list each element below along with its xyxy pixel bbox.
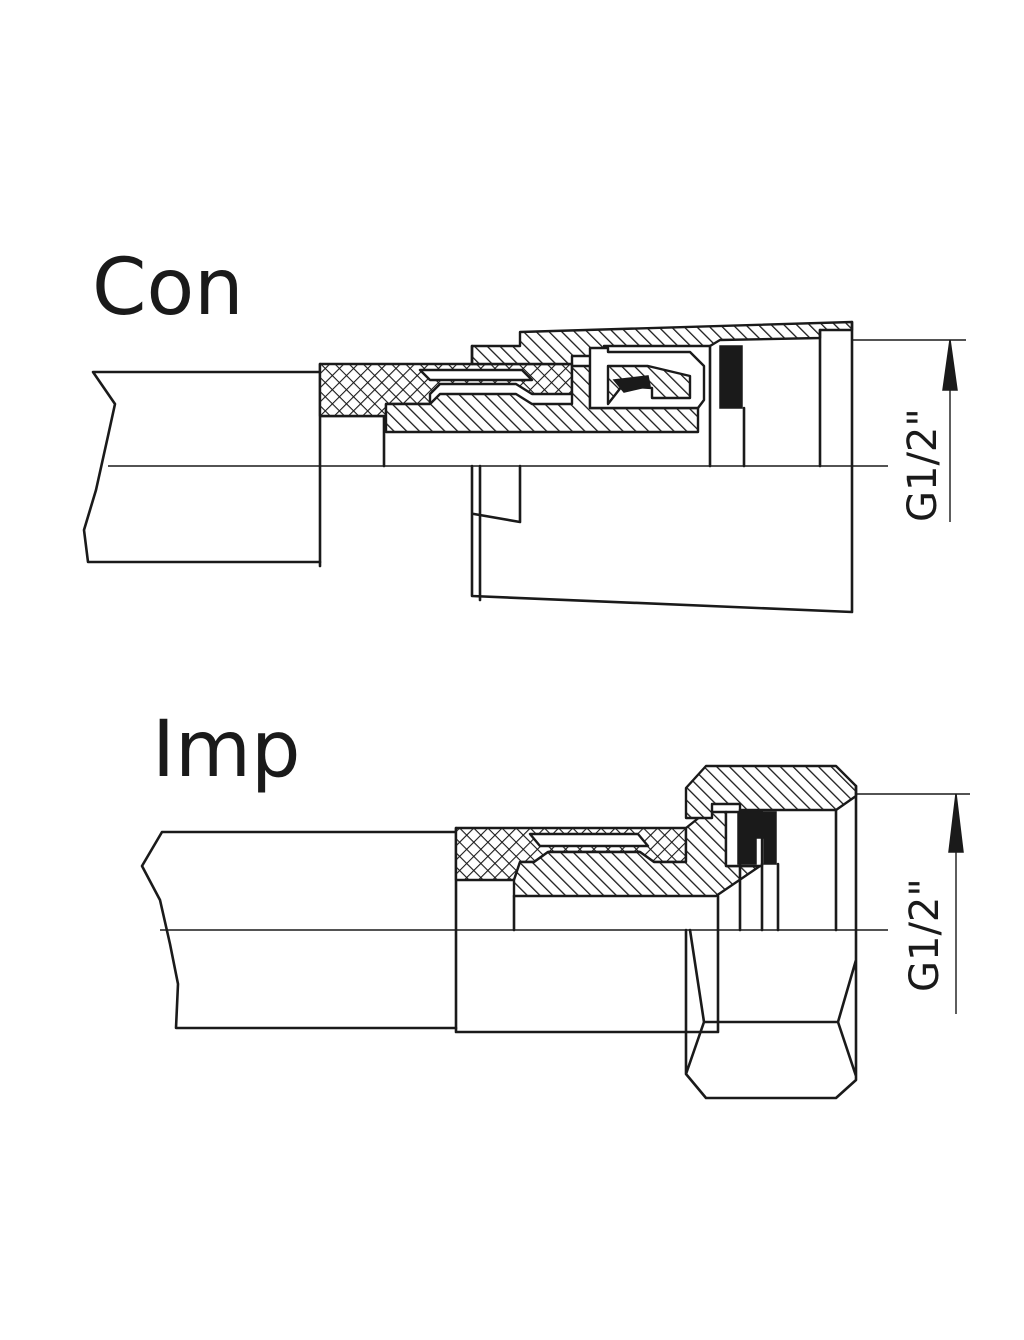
- con-label: Con: [92, 243, 244, 333]
- imp-nipple: [512, 810, 762, 898]
- imp-fitting: Imp G1/2": [140, 705, 970, 1100]
- con-braid-groove: [418, 368, 534, 382]
- con-valve-seal: [612, 375, 651, 393]
- imp-label: Imp: [152, 705, 301, 795]
- imp-dim-arrow: [948, 793, 964, 853]
- imp-seal: [737, 811, 777, 865]
- con-nipple: [384, 364, 700, 434]
- con-nut-body: [470, 320, 854, 614]
- con-oring: [719, 345, 743, 409]
- con-hose: [82, 370, 322, 564]
- imp-braid-groove: [528, 832, 650, 848]
- imp-hose: [140, 830, 458, 1030]
- con-fitting: Con G1/2": [82, 243, 966, 614]
- imp-dim-label: G1/2": [902, 878, 948, 992]
- con-dim-arrow: [942, 339, 958, 391]
- imp-nut-top: [684, 764, 858, 820]
- imp-nut-body: [684, 784, 858, 1100]
- con-nut-top: [470, 320, 854, 366]
- con-dim-label: G1/2": [900, 408, 946, 522]
